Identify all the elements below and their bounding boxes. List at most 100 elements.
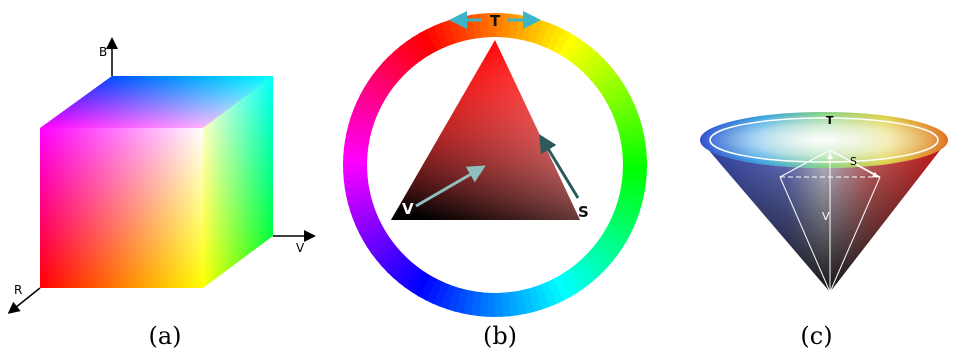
hue-ring-segment: [614, 110, 641, 127]
hue-ring-segment: [539, 281, 557, 308]
panel-rgb-cube: B V R (a): [0, 0, 330, 356]
hue-ring-segment: [431, 281, 450, 307]
hue-ring-segment: [584, 250, 608, 274]
hue-ring-segment: [439, 284, 456, 310]
hue-ring-segment: [564, 37, 586, 63]
hue-ring-segment: [386, 254, 410, 278]
hue-ring-segment: [545, 279, 565, 305]
hue-ring-segment: [393, 45, 416, 70]
hue-ring-segment: [618, 191, 644, 206]
cone-top-disc: [700, 112, 948, 168]
axis-label-value: V: [296, 241, 305, 255]
saturation-value-triangle: [391, 40, 580, 220]
saturation-arrow-cone: [829, 149, 879, 178]
cube-right-face: [203, 76, 273, 288]
hue-ring-segment: [597, 234, 623, 256]
hue-ring-segment: [589, 245, 614, 268]
hue-ring-segment: [557, 272, 578, 298]
panel-hsv-cone: T S V (c): [680, 0, 953, 356]
hue-ring-segment: [454, 288, 469, 314]
hue-ring-segment: [605, 89, 632, 109]
hue-ring-segment: [371, 239, 396, 261]
hue-ring-segment: [547, 26, 566, 52]
hue-ring-segment: [363, 80, 389, 101]
label-saturation-s-cone: S: [850, 155, 857, 168]
axis-label-red: R: [14, 283, 22, 297]
hue-ring-segment: [593, 240, 618, 262]
saturation-arrow: [539, 134, 580, 199]
hue-ring-segment: [367, 74, 393, 96]
label-value-v-cone: V: [822, 210, 830, 223]
caption-b: (b): [482, 322, 518, 350]
hue-ring-segment: [622, 157, 647, 167]
hue-ring-segment: [563, 268, 585, 294]
hue-ring-segment: [352, 209, 379, 227]
hue-ring-segment: [540, 23, 559, 49]
hue-ring-segment: [398, 263, 420, 288]
hue-ring-segment: [616, 198, 642, 214]
hue-ring-segment: [404, 267, 426, 293]
hue-ring-segment: [433, 22, 451, 49]
hue-ring-segment: [350, 109, 376, 126]
label-value-v: V: [402, 200, 414, 218]
hue-ring-segment: [356, 94, 382, 113]
hue-ring-segment: [598, 75, 624, 97]
hue-ring-segment: [359, 87, 385, 107]
hue-ring-segment: [611, 210, 637, 229]
hue-ring-segment: [559, 33, 580, 59]
hue-ring-segment: [614, 204, 640, 221]
hue-ring-segment: [500, 292, 511, 317]
hue-ring-segment: [348, 116, 374, 132]
hue-ring-segment: [362, 227, 388, 248]
hue-ring-segment: [616, 118, 643, 134]
hue-ring-segment: [461, 289, 475, 316]
hue-ring-segment: [405, 36, 427, 62]
hue-ring-segment: [355, 215, 381, 235]
hue-ring-segment: [353, 101, 379, 120]
hue-ring-segment: [417, 275, 437, 301]
hue-ring-segment: [410, 271, 431, 297]
hue-ring-segment: [575, 46, 598, 71]
hue-ring-segment: [579, 255, 603, 280]
hue-ring-segment: [358, 221, 385, 241]
hue-ring-segment: [622, 149, 647, 160]
caption-c: (c): [800, 322, 833, 350]
cube-front-face: [40, 128, 203, 288]
hue-ring-segment: [619, 185, 646, 199]
hue-ring-segment: [392, 259, 415, 284]
hue-circle: [709, 117, 939, 163]
hue-ring-segment: [590, 63, 615, 86]
axis-red: [7, 287, 41, 314]
hue-ring-segment: [605, 223, 631, 243]
hue-ring-segment: [382, 56, 406, 80]
hue-ring-segment: [580, 52, 604, 76]
hue-ring-segment: [533, 284, 550, 311]
hue-ring-segment: [608, 217, 634, 236]
hue-ring-segment: [347, 196, 374, 212]
hue-ring-segment: [376, 62, 401, 85]
hue-ring-segment: [594, 69, 619, 91]
label-hue-t: T: [490, 12, 501, 30]
caption-a: (a): [148, 322, 182, 350]
hue-ring-segment: [343, 170, 368, 181]
hue-ring-segment: [574, 260, 597, 285]
hue-ring-segment: [425, 25, 445, 51]
cube-top-face: [40, 76, 273, 128]
hue-ring-segment: [601, 229, 627, 250]
hue-ring-segment: [375, 244, 400, 267]
hue-ring-segment: [526, 286, 542, 313]
hue-ring-segment: [412, 32, 433, 58]
hue-ring-segment: [446, 286, 462, 312]
hue-ring-segment: [349, 203, 376, 220]
cone-body: [700, 140, 948, 292]
label-hue-t-cone: T: [826, 114, 834, 127]
hue-ring-segment: [569, 264, 591, 289]
hue-ring-segment: [419, 28, 439, 55]
hue-ring-segment: [399, 41, 421, 66]
hue-ring-segment: [487, 13, 497, 38]
hue-ring-segment: [493, 292, 503, 317]
hue-ring-segment: [570, 42, 592, 67]
hue-ring-segment: [609, 95, 635, 115]
hue-ring-segment: [553, 29, 573, 55]
hue-ring-segment: [343, 163, 368, 173]
